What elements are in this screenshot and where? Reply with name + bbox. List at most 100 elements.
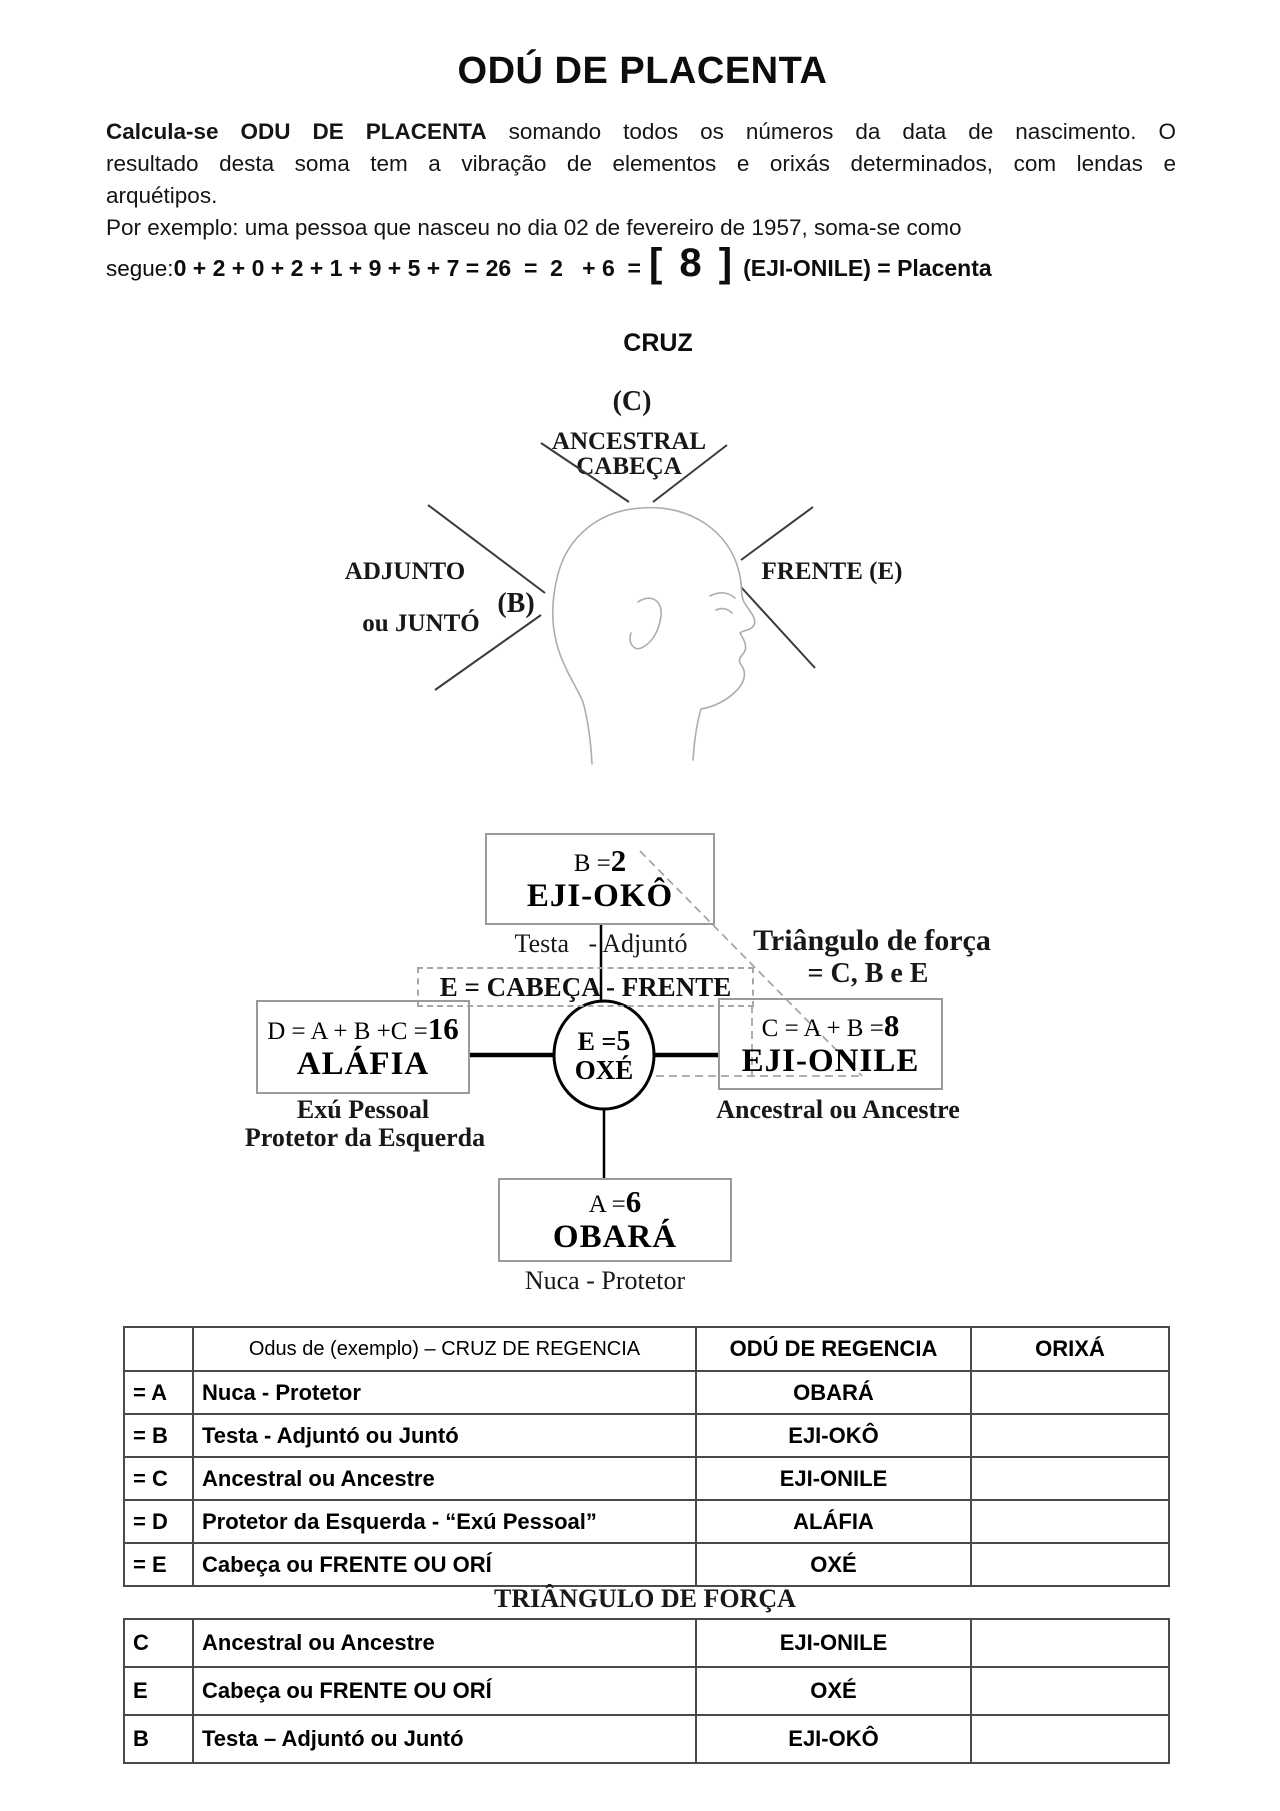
table-row: = D Protetor da Esquerda - “Exú Pessoal”… xyxy=(123,1499,1170,1544)
intro-line-1-rest: somando todos os números da data de nasc… xyxy=(486,119,1176,144)
table-header-row: Odus de (exemplo) – CRUZ DE REGENCIA ODÚ… xyxy=(123,1326,1170,1372)
odu-name: EJI-OKÔ xyxy=(526,878,674,915)
box-eji-oko-equation: B = 2 xyxy=(574,843,627,879)
cruz-b-label: (B) xyxy=(497,588,535,619)
row-desc: Testa - Adjuntó ou Juntó xyxy=(192,1413,697,1458)
triangle-heading: TRIÂNGULO DE FORÇA xyxy=(494,1584,796,1613)
row-odu: EJI-ONILE xyxy=(695,1456,972,1501)
row-orixa xyxy=(970,1714,1170,1764)
formula-sum: 0 + 2 + 0 + 2 + 1 + 9 + 5 + 7 = 26 = 2 +… xyxy=(173,255,641,281)
row-desc: Testa – Adjuntó ou Juntó xyxy=(192,1714,697,1764)
equation-text: C = A + B = xyxy=(761,1015,884,1043)
left-caption-2: Protetor da Esquerda xyxy=(244,1123,486,1152)
row-key: E xyxy=(123,1666,194,1716)
table-row: C Ancestral ou Ancestre EJI-ONILE xyxy=(123,1618,1170,1668)
equation-value: 2 xyxy=(610,843,627,879)
row-orixa xyxy=(970,1618,1170,1668)
row-desc: Cabeça ou FRENTE OU ORÍ xyxy=(192,1542,697,1587)
row-key: = E xyxy=(123,1542,194,1587)
row-odu: OXÉ xyxy=(695,1666,972,1716)
header-orixa-cell: ORIXÁ xyxy=(970,1326,1170,1372)
row-key: = D xyxy=(123,1499,194,1544)
header-key-cell xyxy=(123,1326,194,1372)
cruz-ou-junto-label: ou JUNTÓ xyxy=(362,610,480,637)
box-eji-oko: B = 2 EJI-OKÔ xyxy=(485,833,715,925)
cruz-adjunto-label: ADJUNTO xyxy=(344,558,466,585)
odu-name: OBARÁ xyxy=(552,1219,678,1256)
regencia-table: Odus de (exemplo) – CRUZ DE REGENCIA ODÚ… xyxy=(123,1326,1170,1587)
oxe-equation: E = 5 xyxy=(575,1027,634,1056)
cruz-c-label: (C) xyxy=(612,386,652,417)
odu-name: ALÁFIA xyxy=(296,1046,430,1083)
header-desc-cell: Odus de (exemplo) – CRUZ DE REGENCIA xyxy=(192,1326,697,1372)
equation-text: A = xyxy=(588,1191,626,1219)
row-key: B xyxy=(123,1714,194,1764)
page-title: ODÚ DE PLACENTA xyxy=(457,50,828,92)
odu-name: OXÉ xyxy=(574,1055,634,1085)
equation-value: 6 xyxy=(625,1184,642,1220)
table-row: = A Nuca - Protetor OBARÁ xyxy=(123,1370,1170,1415)
row-orixa xyxy=(970,1370,1170,1415)
intro-paragraph: Calcula-se ODU DE PLACENTA somando todos… xyxy=(106,116,1176,244)
table-row: B Testa – Adjuntó ou Juntó EJI-OKÔ xyxy=(123,1714,1170,1764)
row-odu: OXÉ xyxy=(695,1542,972,1587)
box-alafia: D = A + B +C = 16 ALÁFIA xyxy=(256,1000,470,1094)
intro-line-3: arquétipos. xyxy=(106,183,218,208)
box-obara: A = 6 OBARÁ xyxy=(498,1178,732,1262)
formula-line: segue: 0 + 2 + 0 + 2 + 1 + 9 + 5 + 7 = 2… xyxy=(106,241,992,286)
top-caption: Testa - Adjuntó xyxy=(514,929,688,958)
row-orixa xyxy=(970,1499,1170,1544)
triangle-note-1: Triângulo de força xyxy=(753,924,991,957)
table-row: = B Testa - Adjuntó ou Juntó EJI-OKÔ xyxy=(123,1413,1170,1458)
formula-result-bracket: [ 8 ] xyxy=(648,241,736,285)
cruz-frente-label: FRENTE (E) xyxy=(761,558,903,585)
oxe-ellipse-label: E = 5 OXÉ xyxy=(575,1027,634,1085)
left-caption-1: Exú Pessoal xyxy=(296,1095,430,1124)
cruz-ancestral-label: ANCESTRAL xyxy=(551,428,707,455)
row-desc: Ancestral ou Ancestre xyxy=(192,1618,697,1668)
equation-value: 5 xyxy=(616,1026,631,1057)
row-desc: Ancestral ou Ancestre xyxy=(192,1456,697,1501)
triangle-note-2: = C, B e E xyxy=(807,958,929,989)
row-desc: Protetor da Esquerda - “Exú Pessoal” xyxy=(192,1499,697,1544)
formula-lead: segue: xyxy=(106,256,174,281)
row-orixa xyxy=(970,1542,1170,1587)
intro-line-4: Por exemplo: uma pessoa que nasceu no di… xyxy=(106,215,962,240)
header-odu-cell: ODÚ DE REGENCIA xyxy=(695,1326,972,1372)
dashed-label-e-cabeca-frente: E = CABEÇA - FRENTE xyxy=(417,967,754,1007)
intro-line-1: Calcula-se ODU DE PLACENTA somando todos… xyxy=(106,116,1176,148)
row-key: = C xyxy=(123,1456,194,1501)
right-caption: Ancestral ou Ancestre xyxy=(716,1095,960,1124)
row-desc: Cabeça ou FRENTE OU ORÍ xyxy=(192,1666,697,1716)
row-odu: EJI-OKÔ xyxy=(695,1413,972,1458)
equation-value: 16 xyxy=(427,1011,459,1047)
box-obara-equation: A = 6 xyxy=(589,1184,642,1220)
row-key: = A xyxy=(123,1370,194,1415)
head-rays xyxy=(427,442,816,691)
odu-name: EJI-ONILE xyxy=(741,1043,920,1080)
head-sketch xyxy=(551,506,756,765)
row-odu: ALÁFIA xyxy=(695,1499,972,1544)
table-row: E Cabeça ou FRENTE OU ORÍ OXÉ xyxy=(123,1666,1170,1716)
cruz-heading: CRUZ xyxy=(623,329,693,357)
row-orixa xyxy=(970,1413,1170,1458)
formula-suffix: (EJI-ONILE) = Placenta xyxy=(743,255,992,281)
row-key: = B xyxy=(123,1413,194,1458)
row-odu: EJI-ONILE xyxy=(695,1618,972,1668)
oxe-ellipse xyxy=(552,999,656,1111)
box-eji-onile-equation: C = A + B = 8 xyxy=(762,1008,900,1044)
triangulo-table: C Ancestral ou Ancestre EJI-ONILE E Cabe… xyxy=(123,1618,1170,1764)
row-odu: OBARÁ xyxy=(695,1370,972,1415)
intro-line-2: resultado desta soma tem a vibração de e… xyxy=(106,151,1176,176)
row-desc: Nuca - Protetor xyxy=(192,1370,697,1415)
equation-text: E = xyxy=(577,1027,617,1056)
row-orixa xyxy=(970,1666,1170,1716)
bottom-caption: Nuca - Protetor xyxy=(524,1266,686,1295)
row-orixa xyxy=(970,1456,1170,1501)
diagram-connectors xyxy=(468,923,718,1179)
row-odu: EJI-OKÔ xyxy=(695,1714,972,1764)
equation-text: B = xyxy=(573,850,611,878)
intro-bold-lead: Calcula-se ODU DE PLACENTA xyxy=(106,119,487,144)
row-key: C xyxy=(123,1618,194,1668)
